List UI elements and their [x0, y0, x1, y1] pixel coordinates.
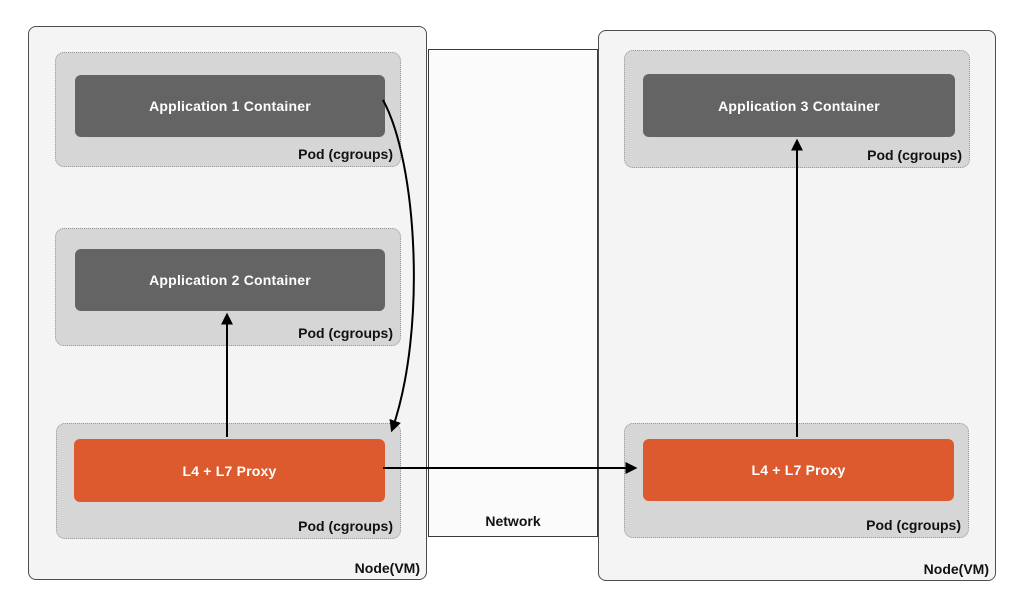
node-left-label: Node(VM)	[354, 560, 420, 576]
app2-container-label: Application 2 Container	[149, 272, 311, 288]
proxy-right-container: L4 + L7 Proxy	[643, 439, 954, 501]
pod-app1-label: Pod (cgroups)	[298, 146, 393, 162]
pod-proxy-left: L4 + L7 Proxy Pod (cgroups)	[56, 423, 401, 539]
pod-app3-label: Pod (cgroups)	[867, 147, 962, 163]
proxy-right-label: L4 + L7 Proxy	[751, 462, 846, 478]
app2-container: Application 2 Container	[75, 249, 385, 311]
node-left: Application 1 Container Pod (cgroups) Ap…	[28, 26, 427, 580]
pod-app3: Application 3 Container Pod (cgroups)	[624, 50, 970, 168]
pod-proxy-left-label: Pod (cgroups)	[298, 518, 393, 534]
pod-app2-label: Pod (cgroups)	[298, 325, 393, 341]
proxy-left-container: L4 + L7 Proxy	[74, 439, 385, 502]
app3-container-label: Application 3 Container	[718, 97, 880, 114]
network-zone: Network	[428, 49, 598, 537]
app1-container-label: Application 1 Container	[149, 98, 311, 114]
proxy-left-label: L4 + L7 Proxy	[182, 462, 277, 479]
app1-container: Application 1 Container	[75, 75, 385, 137]
network-label: Network	[485, 513, 541, 529]
pod-proxy-right-label: Pod (cgroups)	[866, 517, 961, 533]
node-right-label: Node(VM)	[923, 561, 989, 577]
node-right: Application 3 Container Pod (cgroups) L4…	[598, 30, 996, 581]
app3-container: Application 3 Container	[643, 74, 955, 137]
pod-app1: Application 1 Container Pod (cgroups)	[55, 52, 401, 167]
pod-proxy-right: L4 + L7 Proxy Pod (cgroups)	[624, 423, 969, 538]
pod-app2: Application 2 Container Pod (cgroups)	[55, 228, 401, 346]
